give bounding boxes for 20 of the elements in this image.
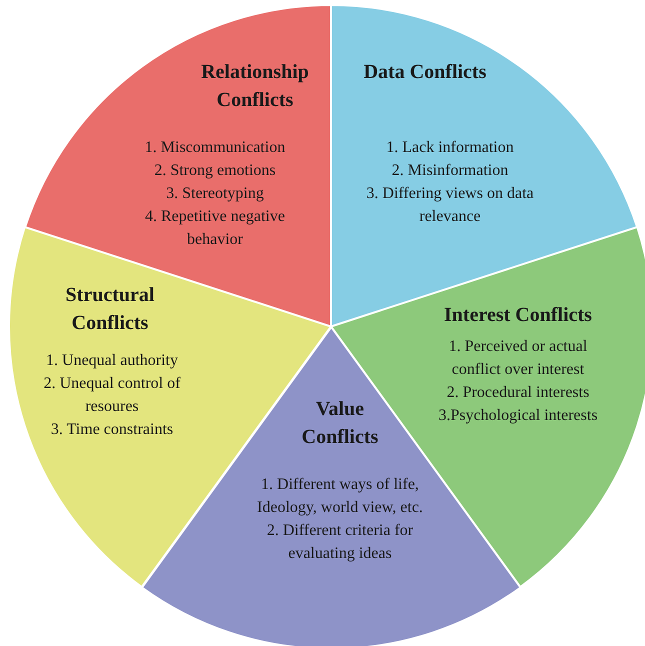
- list-item: 4. Repetitive negative behavior: [144, 207, 286, 250]
- list-item: 1. Miscommunication: [144, 138, 286, 158]
- list-item: 3. Differing views on data relevance: [365, 184, 535, 227]
- list-item: 3.Psychological interests: [437, 406, 599, 426]
- list-item: 3. Stereotyping: [165, 184, 265, 204]
- slice-heading: Relationship Conflicts: [200, 60, 310, 113]
- slice-heading: Structural Conflicts: [64, 282, 156, 336]
- slice-heading: Data Conflicts: [362, 60, 488, 85]
- list-item: 2. Misinformation: [390, 161, 510, 181]
- slice-heading: Value Conflicts: [300, 397, 380, 450]
- list-item: 2. Different criteria for evaluating ideas: [266, 521, 414, 564]
- list-item: 3. Time constraints: [50, 420, 174, 440]
- list-item: 2. Procedural interests: [446, 382, 590, 403]
- list-item: 1. Lack information: [385, 138, 515, 158]
- list-item: 1. Unequal authority: [45, 350, 179, 371]
- list-item: 1. Different ways of life, Ideology, world view, etc.: [256, 475, 424, 518]
- list-item: 2. Unequal control of resoures: [42, 374, 182, 417]
- list-item: 1. Perceived or actual conflict over interest: [448, 336, 588, 380]
- slice-heading: Interest Conflicts: [443, 302, 593, 328]
- list-item: 2. Strong emotions: [153, 161, 277, 181]
